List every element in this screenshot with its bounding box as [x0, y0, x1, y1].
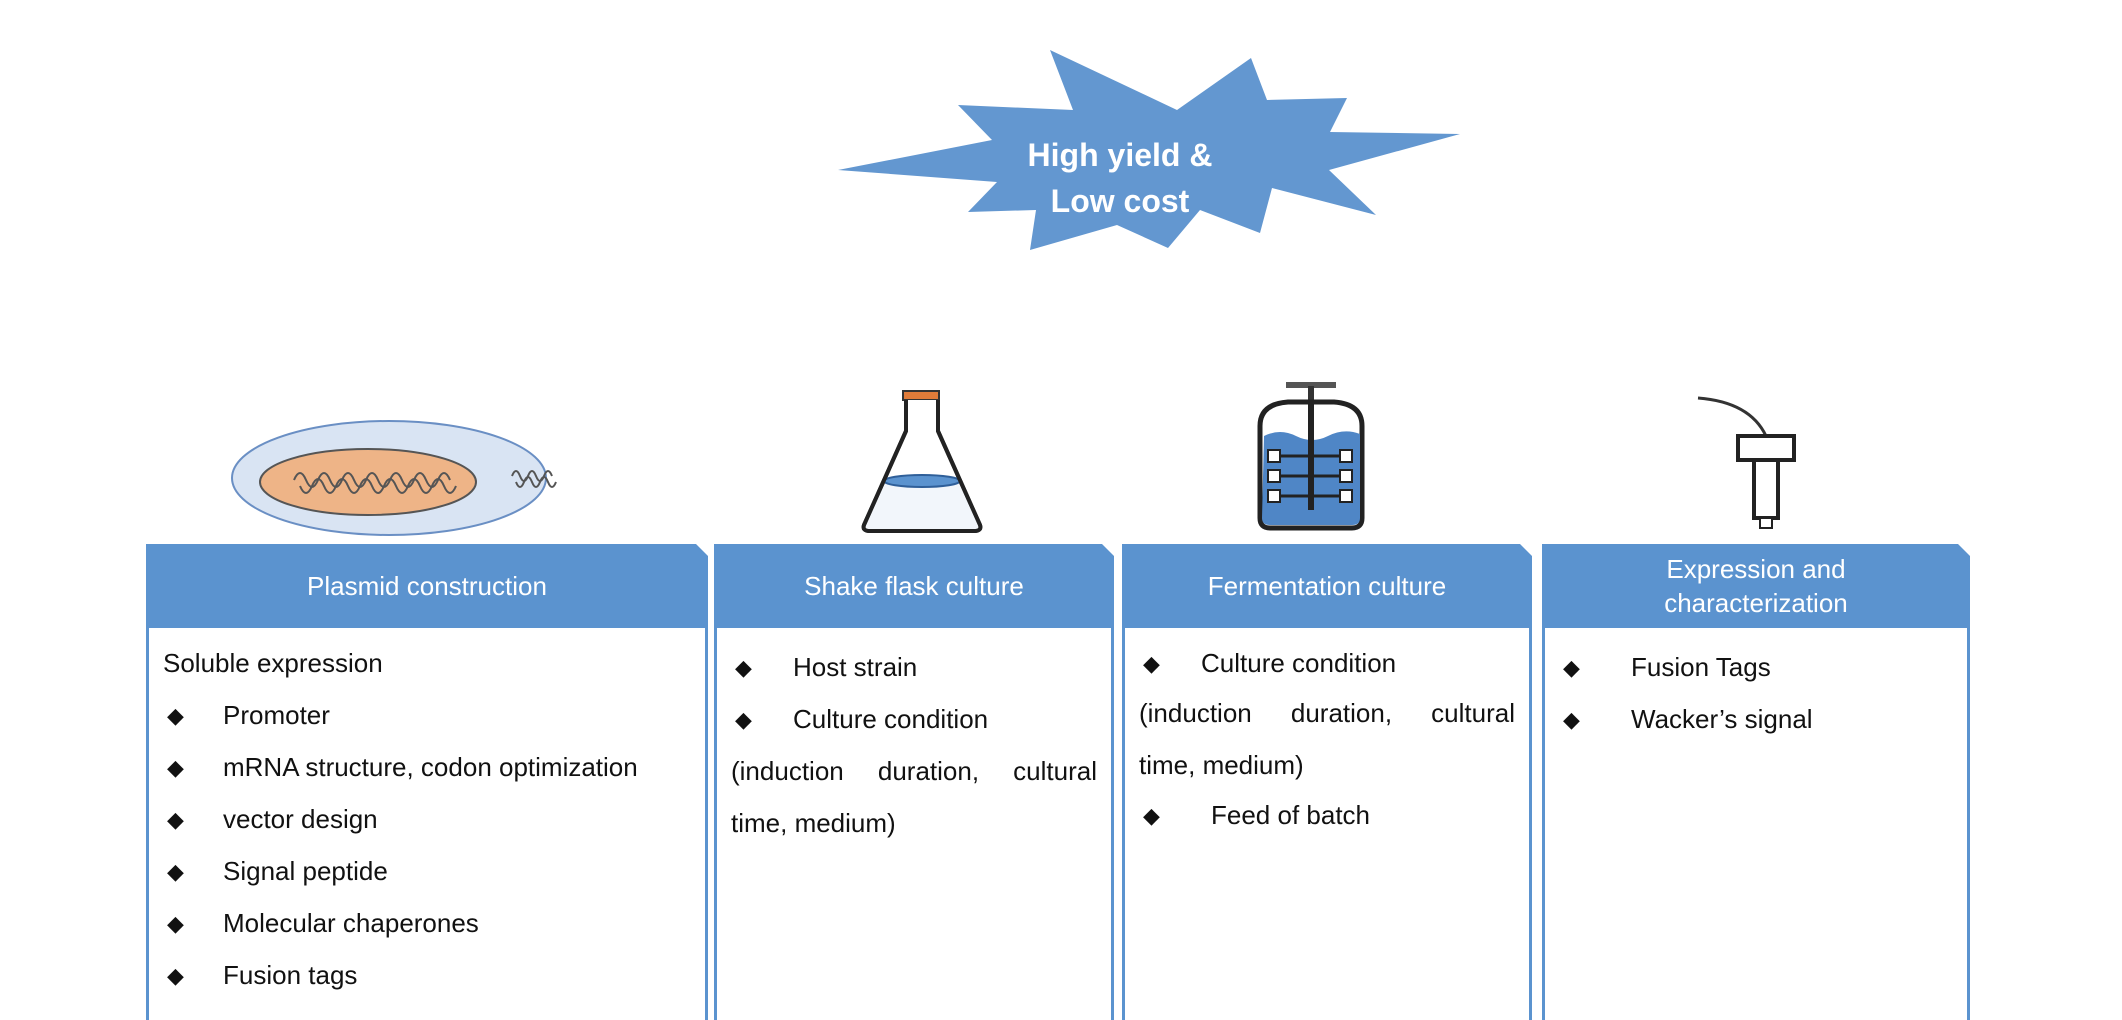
- probe-icon: [1697, 396, 1796, 529]
- bullet-diamond-icon: ◆: [1563, 655, 1580, 680]
- column-plasmid-construction: Plasmid construction Soluble expression …: [146, 544, 708, 1020]
- bullet-diamond-icon: ◆: [735, 707, 752, 732]
- column-title: Plasmid construction: [307, 571, 547, 601]
- column-header: Shake flask culture: [714, 544, 1114, 628]
- column-title: Shake flask culture: [804, 571, 1024, 601]
- fermenter-icon: [1257, 382, 1365, 531]
- bullet-diamond-icon: ◆: [735, 655, 752, 680]
- bullet-diamond-icon: ◆: [167, 755, 184, 780]
- column-shake-flask-culture: Shake flask culture ◆ Host strain ◆ Cult…: [714, 544, 1114, 1020]
- column-body: ◆ Host strain ◆ Culture condition (induc…: [714, 628, 1114, 1020]
- bullet-diamond-icon: ◆: [167, 703, 184, 728]
- note-text: (induction duration, cultural: [731, 756, 1097, 786]
- column-title: Fermentation culture: [1207, 571, 1447, 601]
- bullet-diamond-icon: ◆: [167, 911, 184, 936]
- note-text: (induction duration, cultural: [1139, 698, 1515, 728]
- bullet-diamond-icon: ◆: [1563, 707, 1580, 732]
- note-text: time, medium): [731, 808, 896, 838]
- column-body: ◆ Fusion Tags ◆ Wacker’s signal: [1542, 628, 1970, 1020]
- badge-line-1: High yield &: [1027, 137, 1213, 173]
- badge-line-2: Low cost: [1050, 183, 1190, 219]
- starburst-shape: [838, 50, 1460, 250]
- column-body: ◆ Culture condition (induction duration,…: [1122, 628, 1532, 1020]
- column-header: Plasmid construction: [146, 544, 708, 628]
- column-title-line-1: Expression and: [1666, 554, 1846, 584]
- shake-flask-icon: [861, 390, 983, 533]
- bullet-diamond-icon: ◆: [167, 963, 184, 988]
- column-header: Fermentation culture: [1122, 544, 1532, 628]
- note-text: time, medium): [1139, 750, 1304, 780]
- column-title-line-2: characterization: [1664, 588, 1848, 618]
- intro-text: Soluble expression: [163, 648, 383, 678]
- column-fermentation-culture: Fermentation culture ◆ Culture condition…: [1122, 544, 1532, 1020]
- badge-text: High yield & Low cost: [970, 132, 1270, 224]
- bullet-diamond-icon: ◆: [1143, 803, 1160, 828]
- column-header: Expression and characterization: [1542, 544, 1970, 628]
- plasmid-icon: [231, 420, 557, 536]
- bullet-diamond-icon: ◆: [167, 807, 184, 832]
- bullet-diamond-icon: ◆: [167, 859, 184, 884]
- column-body: Soluble expression ◆ Promoter ◆ mRNA str…: [146, 628, 708, 1020]
- bullet-diamond-icon: ◆: [1143, 651, 1160, 676]
- column-expression-characterization: Expression and characterization ◆ Fusion…: [1542, 544, 1970, 1020]
